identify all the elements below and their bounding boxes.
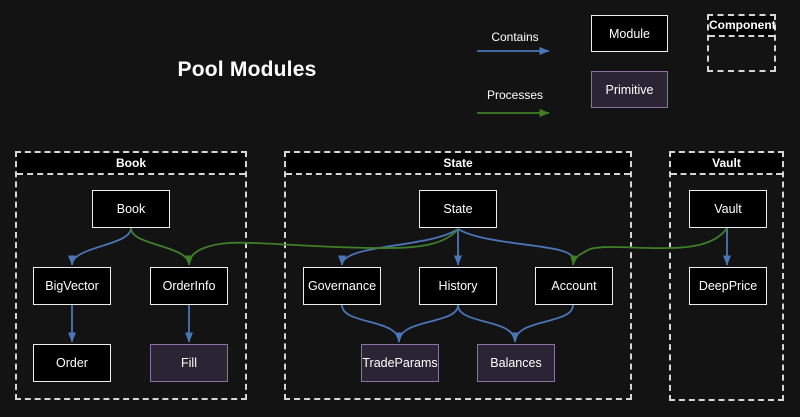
node-book-label: Book	[116, 202, 146, 216]
node-state-label: State	[443, 202, 473, 216]
node-balances-label: Balances	[490, 356, 542, 370]
legend-contains-label: Contains	[491, 30, 539, 44]
node-tradeparams: TradeParams	[361, 344, 439, 382]
legend-primitive-node: Primitive	[591, 71, 668, 108]
legend-component-label: Component	[709, 16, 776, 37]
legend-processes-label: Processes	[486, 88, 544, 102]
node-book: Book	[92, 190, 170, 228]
node-orderinfo: OrderInfo	[150, 267, 228, 305]
cluster-vault-header: Vault	[671, 153, 782, 175]
node-history-label: History	[438, 279, 478, 293]
edge-history-contains-balances	[457, 304, 519, 343]
node-vault: Vault	[689, 190, 767, 228]
edge-account-contains-balances	[511, 304, 574, 343]
node-history: History	[419, 267, 497, 305]
cluster-book-header: Book	[17, 153, 245, 175]
edge-vault-processes-account	[570, 227, 728, 266]
node-fill: Fill	[150, 344, 228, 382]
node-balances: Balances	[477, 344, 555, 382]
node-governance: Governance	[303, 267, 381, 305]
node-bigvector-label: BigVector	[45, 279, 99, 293]
legend-module-label: Module	[609, 26, 650, 41]
diagram-title: Pool Modules	[177, 58, 317, 81]
node-account: Account	[535, 267, 613, 305]
cluster-vault: Vault	[669, 151, 784, 401]
edge-history-contains-tradeparams	[395, 304, 459, 343]
node-bigvector: BigVector	[33, 267, 111, 305]
node-account-label: Account	[551, 279, 597, 293]
cluster-state-header: State	[286, 153, 630, 175]
edge-state-contains-account	[457, 228, 574, 260]
node-order: Order	[33, 344, 111, 382]
node-deepprice: DeepPrice	[689, 267, 767, 305]
cluster-state: State	[284, 151, 632, 400]
edge-state-contains-governance	[338, 228, 459, 266]
edge-state-processes-orderinfo	[185, 228, 459, 266]
legend-component-box: Component	[707, 14, 776, 72]
node-deepprice-label: DeepPrice	[698, 279, 758, 293]
node-order-label: Order	[56, 356, 88, 370]
edge-book-contains-bigvector	[68, 227, 132, 266]
node-state: State	[419, 190, 497, 228]
cluster-book: Book	[15, 151, 247, 400]
node-orderinfo-label: OrderInfo	[162, 279, 216, 293]
edge-book-processes-orderinfo	[130, 227, 193, 266]
legend-primitive-label: Primitive	[605, 82, 654, 97]
node-tradeparams-label: TradeParams	[362, 356, 438, 370]
node-governance-label: Governance	[307, 279, 377, 293]
legend-module-node: Module	[591, 15, 668, 52]
node-vault-label: Vault	[714, 202, 742, 216]
edge-governance-contains-tradeparams	[341, 304, 403, 343]
node-fill-label: Fill	[181, 356, 197, 370]
